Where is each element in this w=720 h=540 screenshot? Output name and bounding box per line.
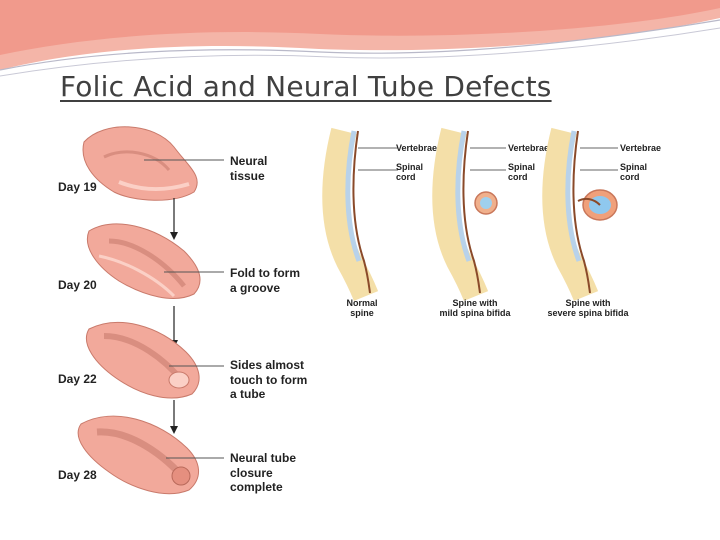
vertebrae-label: Vertebrae	[396, 143, 437, 153]
mild-spina-bifida-spine-illustration	[434, 131, 509, 296]
leader-line	[580, 169, 618, 172]
day-label: Day 20	[58, 278, 97, 292]
leader-line	[470, 169, 506, 172]
leader-line	[358, 169, 398, 172]
day-28-neural-tube-illustration	[69, 406, 214, 498]
leader-line	[470, 147, 506, 150]
day-19-neural-plate-illustration	[74, 122, 214, 212]
leader-line	[169, 364, 224, 368]
leader-line	[358, 147, 398, 150]
day-22-neural-folds-illustration	[74, 314, 214, 404]
vertebrae-label: Vertebrae	[508, 143, 549, 153]
leader-line	[166, 456, 224, 460]
day-20-neural-groove-illustration	[74, 216, 214, 306]
vertebrae-label: Vertebrae	[620, 143, 661, 153]
leader-line	[164, 270, 224, 274]
severe-spina-bifida-spine-illustration	[544, 131, 624, 296]
leader-line	[580, 147, 618, 150]
day-label: Day 19	[58, 180, 97, 194]
normal-spine-illustration	[324, 131, 394, 296]
slide-title: Folic Acid and Neural Tube Defects	[60, 70, 552, 103]
day-label: Day 28	[58, 468, 97, 482]
day-label: Day 22	[58, 372, 97, 386]
leader-line	[144, 158, 224, 162]
